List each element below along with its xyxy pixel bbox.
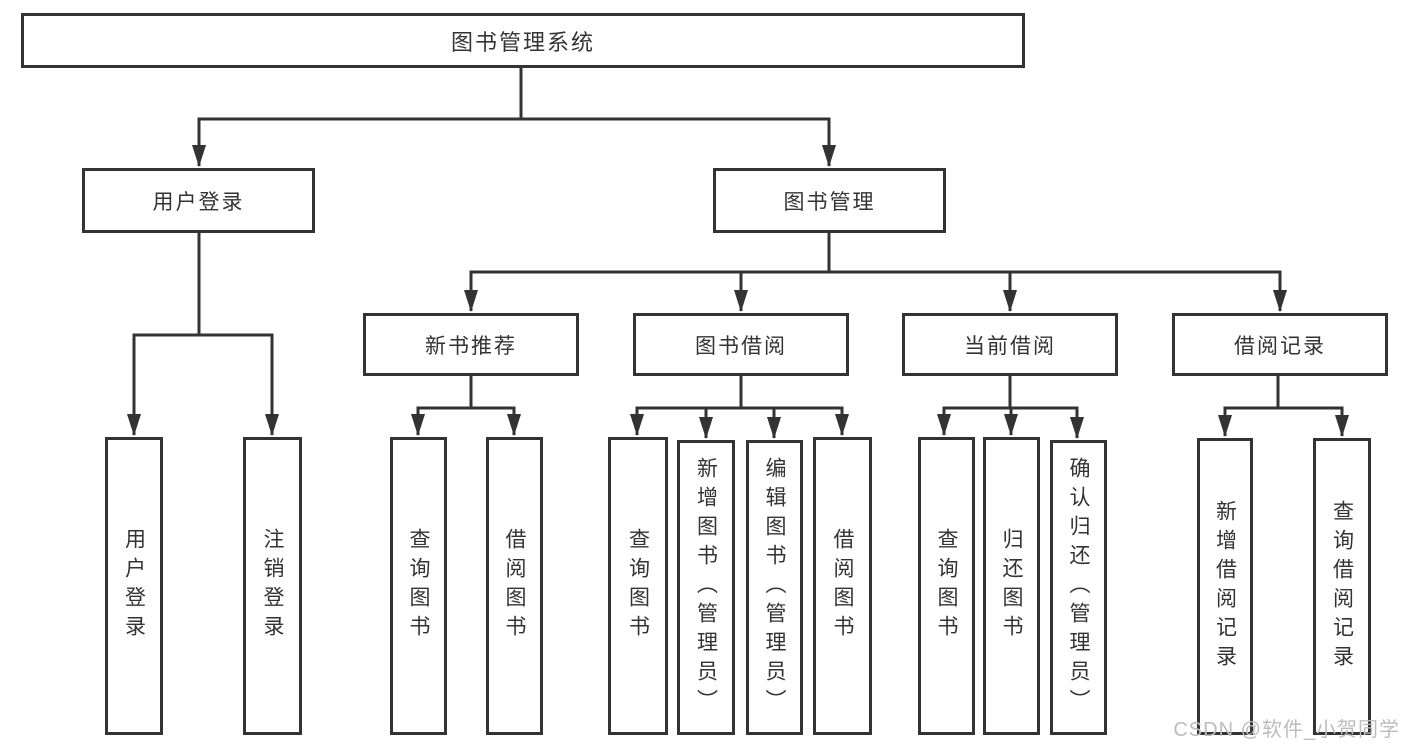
- leaf-cb-confirm-return-admin-label: 确认归还（管理员）: [1067, 457, 1091, 718]
- node-library-management-system: 图书管理系统: [21, 13, 1025, 68]
- leaf-nbr-borrow-books-label: 借阅图书: [503, 528, 527, 644]
- leaf-br-query-record-label: 查询借阅记录: [1330, 499, 1354, 674]
- leaf-cb-confirm-return-admin: 确认归还（管理员）: [1050, 440, 1107, 735]
- leaf-cb-query-books-label: 查询图书: [935, 528, 959, 644]
- leaf-user-login-label: 用户登录: [122, 528, 146, 644]
- leaf-nbr-query-books: 查询图书: [390, 437, 447, 735]
- leaf-bb-borrow-books-label: 借阅图书: [831, 528, 855, 644]
- node-book-borrowing: 图书借阅: [633, 313, 849, 376]
- node-library-management-system-label: 图书管理系统: [450, 29, 595, 55]
- leaf-bb-edit-books-admin-label: 编辑图书（管理员）: [763, 457, 787, 718]
- node-user-login: 用户登录: [82, 168, 315, 233]
- node-current-borrowing: 当前借阅: [902, 313, 1118, 376]
- leaf-nbr-borrow-books: 借阅图书: [486, 437, 543, 735]
- node-user-login-label: 用户登录: [152, 190, 245, 214]
- leaf-cb-query-books: 查询图书: [918, 437, 975, 735]
- leaf-logout: 注销登录: [243, 437, 302, 735]
- node-borrowing-records: 借阅记录: [1172, 313, 1388, 376]
- leaf-logout-label: 注销登录: [261, 528, 285, 644]
- node-new-book-recommendation: 新书推荐: [363, 313, 579, 376]
- node-new-book-recommendation-label: 新书推荐: [425, 334, 517, 358]
- csdn-watermark: CSDN @软件_小贺同学: [1173, 719, 1400, 741]
- leaf-br-add-record-label: 新增借阅记录: [1213, 499, 1237, 674]
- node-borrowing-records-label: 借阅记录: [1234, 334, 1326, 358]
- leaf-bb-borrow-books: 借阅图书: [813, 437, 872, 735]
- leaf-bb-edit-books-admin: 编辑图书（管理员）: [746, 440, 803, 735]
- node-current-borrowing-label: 当前借阅: [964, 334, 1056, 358]
- leaf-bb-query-books-label: 查询图书: [626, 528, 650, 644]
- leaf-cb-return-books-label: 归还图书: [1000, 528, 1024, 644]
- node-book-management-label: 图书管理: [783, 190, 876, 214]
- leaf-bb-add-books-admin-label: 新增图书（管理员）: [694, 457, 718, 718]
- node-book-borrowing-label: 图书借阅: [695, 334, 787, 358]
- leaf-br-query-record: 查询借阅记录: [1313, 438, 1371, 735]
- leaf-user-login: 用户登录: [105, 437, 163, 735]
- leaf-bb-query-books: 查询图书: [608, 437, 668, 735]
- leaf-br-add-record: 新增借阅记录: [1197, 438, 1253, 735]
- leaf-nbr-query-books-label: 查询图书: [407, 528, 431, 644]
- node-book-management: 图书管理: [713, 168, 946, 233]
- leaf-cb-return-books: 归还图书: [983, 437, 1040, 735]
- leaf-bb-add-books-admin: 新增图书（管理员）: [677, 440, 735, 735]
